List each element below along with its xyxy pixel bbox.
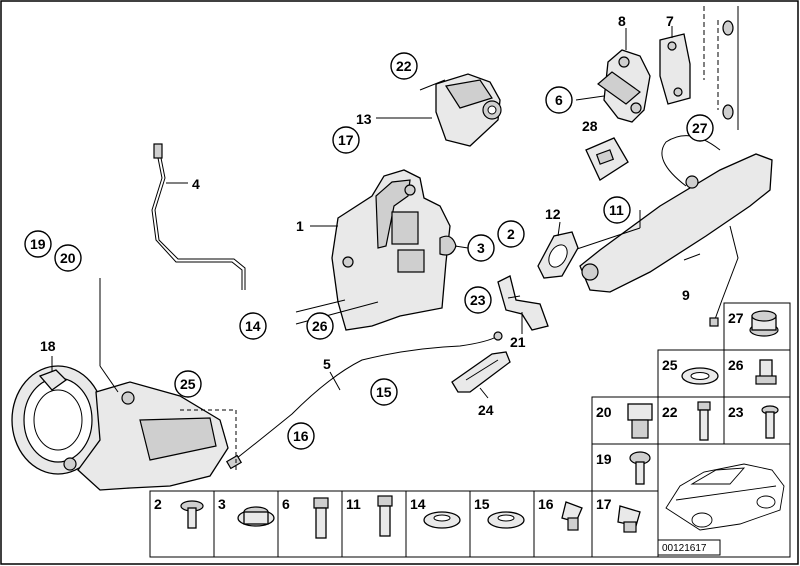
callout-14-circle: [239, 312, 267, 340]
grid-label-3: 3: [218, 496, 226, 512]
callout-4: 4: [192, 176, 200, 192]
part-actuator: [376, 73, 502, 147]
part-cylinder-housing: [11, 278, 237, 491]
callout-22-circle: [390, 52, 418, 80]
parts-grid-bottom: [149, 490, 659, 558]
part-rod: [151, 143, 246, 290]
grid-label-22: 22: [662, 404, 678, 420]
callout-14: 14: [245, 318, 261, 334]
grid-label-26: 26: [728, 357, 744, 373]
grid-label-11: 11: [346, 496, 361, 512]
callout-6: 6: [555, 92, 563, 108]
callout-21: 21: [510, 334, 526, 350]
grid-icons: [627, 310, 779, 485]
callout-9: 9: [682, 287, 690, 303]
part-handle: [555, 135, 773, 327]
callout-20: 20: [60, 250, 76, 266]
callout-1: 1: [296, 218, 304, 234]
callout-12: 12: [545, 206, 561, 222]
callout-23: 23: [470, 292, 486, 308]
callout-18: 18: [40, 338, 56, 354]
reference-number: 00121617: [662, 543, 707, 554]
callout-2: 2: [507, 226, 515, 242]
callout-6-circle: [545, 86, 573, 114]
callouts: [24, 52, 714, 450]
callout-19: 19: [30, 236, 46, 252]
grid-labels: 27 25 26 20 22 23 19 2 3 6 11 14 15 16 1…: [154, 310, 744, 512]
callout-19-circle: [24, 230, 52, 258]
grid-label-14: 14: [410, 496, 426, 512]
grid-label-17: 17: [596, 496, 612, 512]
part-bracket-28: [585, 137, 629, 181]
callout-15-circle: [370, 378, 398, 406]
callout-11-circle: [603, 196, 631, 224]
callout-15: 15: [376, 384, 392, 400]
callout-20-circle: [54, 244, 82, 272]
callout-17-circle: [332, 126, 360, 154]
callout-27-circle: [686, 114, 714, 142]
part-plate: [659, 26, 691, 105]
callout-26-circle: [306, 312, 334, 340]
grid-label-6: 6: [282, 496, 290, 512]
callout-28: 28: [582, 118, 598, 134]
callout-8: 8: [618, 13, 626, 29]
callout-27: 27: [692, 120, 708, 136]
grid-label-20: 20: [596, 404, 612, 420]
callout-5: 5: [323, 356, 331, 372]
callout-26: 26: [312, 318, 328, 334]
callout-24: 24: [478, 402, 494, 418]
parts-grid-right: [591, 302, 791, 558]
callout-13: 13: [356, 111, 372, 127]
callout-17: 17: [338, 132, 354, 148]
callout-25: 25: [180, 376, 196, 392]
grid-label-2: 2: [154, 496, 162, 512]
grid-label-19: 19: [596, 451, 612, 467]
car-silhouette: [665, 463, 785, 531]
callout-23-circle: [464, 286, 492, 314]
callout-3: 3: [477, 240, 485, 256]
door-edge: [703, 6, 739, 130]
callout-11: 11: [609, 202, 624, 218]
part-lock-body: [295, 169, 469, 331]
grid-label-16: 16: [538, 496, 554, 512]
callout-2-circle: [497, 220, 525, 248]
part-gasket: [537, 221, 579, 279]
part-cable: [225, 331, 503, 470]
grid-label-25: 25: [662, 357, 678, 373]
callout-3-circle: [467, 234, 495, 262]
bottom-icons: [180, 495, 641, 539]
part-clip: [451, 351, 511, 399]
grid-label-15: 15: [474, 496, 490, 512]
grid-label-27: 27: [728, 310, 744, 326]
part-striker: [575, 28, 651, 123]
callout-16-circle: [287, 422, 315, 450]
grid-label-23: 23: [728, 404, 744, 420]
callout-16: 16: [293, 428, 309, 444]
callout-22: 22: [396, 58, 412, 74]
callout-25-circle: [174, 370, 202, 398]
callout-7: 7: [666, 13, 674, 29]
callout-labels: 22 17 6 27 2 3 11 19 20 14 26 23 15 16 2…: [30, 13, 708, 444]
part-bracket-21: [497, 275, 549, 334]
